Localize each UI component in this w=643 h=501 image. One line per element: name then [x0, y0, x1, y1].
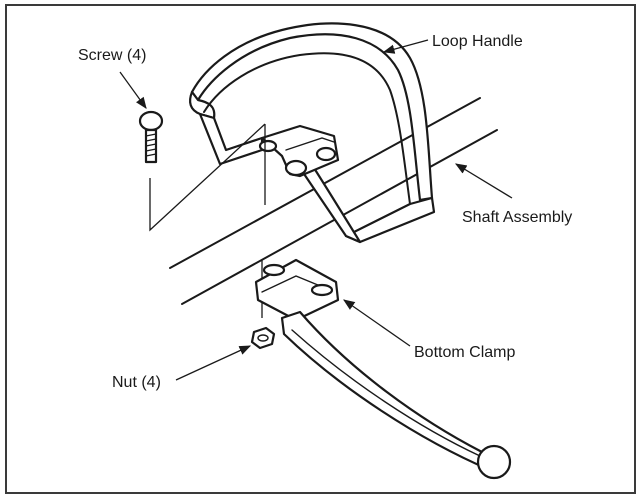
loop-handle-leader-arrow — [382, 39, 429, 54]
diagram-frame — [5, 4, 636, 494]
nut-leader-arrow — [175, 345, 252, 381]
loop-handle-label: Loop Handle — [432, 33, 523, 50]
shaft-assembly-label: Shaft Assembly — [462, 209, 572, 226]
bottom-clamp-leader-arrow — [343, 299, 411, 347]
nut-label: Nut (4) — [112, 374, 161, 391]
bottom-clamp-label: Bottom Clamp — [414, 344, 515, 361]
shaft-assembly-leader-arrow — [454, 163, 513, 199]
nut-drawing — [250, 326, 276, 350]
screw-leader-arrow — [119, 71, 147, 109]
loop-handle-drawing — [189, 22, 436, 244]
screw-label: Screw (4) — [78, 47, 146, 64]
bottom-clamp-drawing — [254, 258, 512, 480]
screw-drawing — [138, 110, 164, 164]
